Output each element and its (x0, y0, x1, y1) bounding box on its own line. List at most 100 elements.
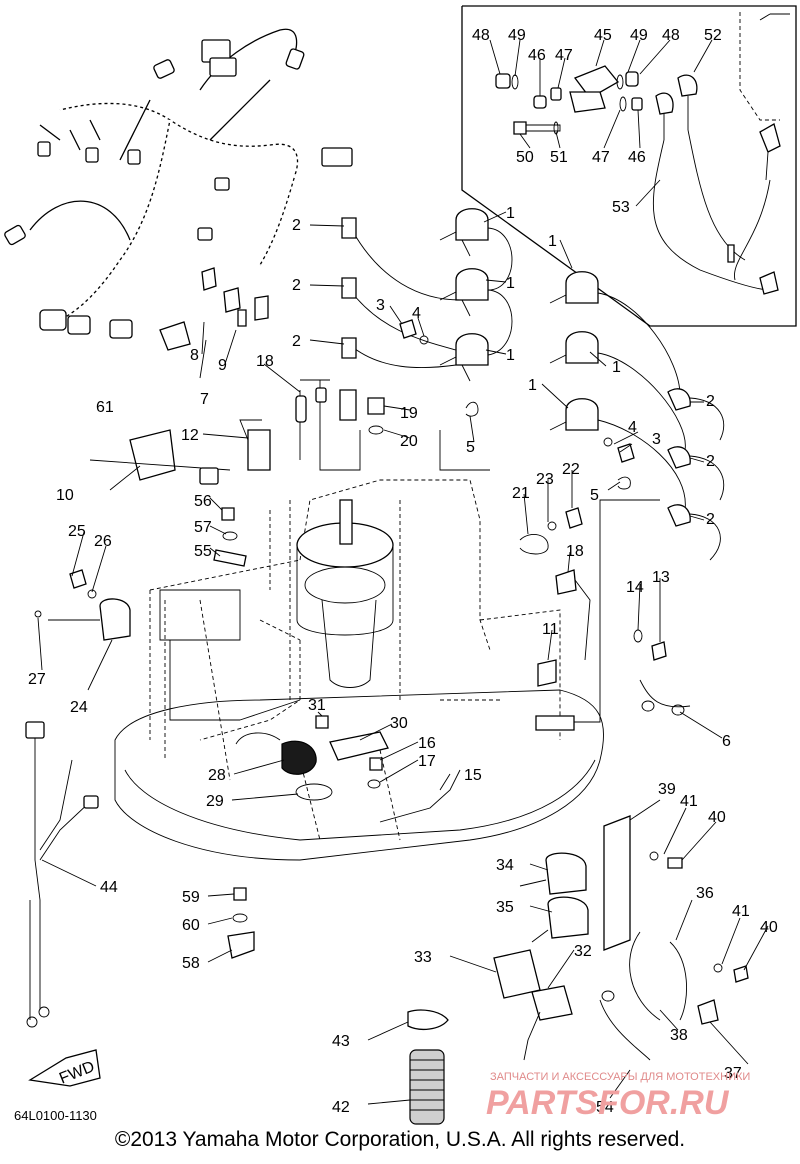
callout-43: 43 (332, 1033, 350, 1050)
callout-33: 33 (414, 949, 432, 966)
callout-1: 1 (612, 359, 621, 376)
relays-rectifier (493, 815, 749, 1061)
callout-45: 45 (594, 27, 612, 44)
callout-7: 7 (200, 391, 209, 408)
wiring-harness (4, 28, 353, 351)
callout-41: 41 (680, 793, 698, 810)
callout-5: 5 (590, 487, 599, 504)
callout-2: 2 (706, 453, 715, 470)
callout-53: 53 (612, 199, 630, 216)
spring-42 (409, 1049, 445, 1125)
callout-51: 51 (550, 149, 568, 166)
callout-34: 34 (496, 857, 514, 874)
callout-55: 55 (194, 543, 212, 560)
callout-1: 1 (548, 233, 557, 250)
coil-1b (439, 268, 489, 317)
callout-40: 40 (708, 809, 726, 826)
callout-38: 38 (670, 1027, 688, 1044)
callout-4: 4 (628, 419, 637, 436)
callout-22: 22 (562, 461, 580, 478)
callout-2: 2 (706, 393, 715, 410)
callout-31: 31 (308, 697, 326, 714)
inset-panel (461, 5, 797, 327)
small-parts (34, 319, 691, 823)
callout-3: 3 (652, 431, 661, 448)
ignition-coils (341, 208, 725, 561)
callout-61: 61 (96, 399, 114, 416)
callout-15: 15 (464, 767, 482, 784)
coil-1a (439, 208, 489, 257)
callout-6: 6 (722, 733, 731, 750)
callout-2: 2 (706, 511, 715, 528)
callout-labels: 48 49 46 47 45 49 48 52 50 51 47 46 53 1… (14, 27, 778, 1123)
copyright-notice: ©2013 Yamaha Motor Corporation, U.S.A. A… (114, 1128, 686, 1151)
callout-5: 5 (466, 439, 475, 456)
callout-49: 49 (508, 27, 526, 44)
callout-27: 27 (28, 671, 46, 688)
watermark-brand: PARTSFOR.RU (486, 1084, 730, 1122)
callout-12: 12 (181, 427, 199, 444)
callout-36: 36 (696, 885, 714, 902)
callout-16: 16 (418, 735, 436, 752)
watermark-top: ЗАПЧАСТИ И АКСЕССУАРЫ ДЛЯ МОТОТЕХНИКИ (490, 1071, 750, 1083)
callout-20: 20 (400, 433, 418, 450)
callout-54: 54 (596, 1099, 614, 1116)
callout-2: 2 (292, 333, 301, 350)
callout-57: 57 (194, 519, 212, 536)
callout-59: 59 (182, 889, 200, 906)
callout-29: 29 (206, 793, 224, 810)
callout-42: 42 (332, 1099, 350, 1116)
callout-11: 11 (542, 621, 559, 638)
callout-1: 1 (528, 377, 537, 394)
diagram-code: 64L0100-1130 (14, 1108, 97, 1123)
callout-9: 9 (218, 357, 227, 374)
callout-32: 32 (574, 943, 592, 960)
callout-23: 23 (536, 471, 554, 488)
callout-49: 49 (630, 27, 648, 44)
callout-44: 44 (100, 879, 118, 896)
callout-21: 21 (512, 485, 530, 502)
powerhead-outline (114, 430, 604, 861)
callout-18: 18 (256, 353, 274, 370)
callout-1: 1 (506, 205, 515, 222)
callout-28: 28 (208, 767, 226, 784)
callout-13: 13 (652, 569, 670, 586)
lower-left-parts (25, 721, 449, 1125)
callout-3: 3 (376, 297, 385, 314)
coil-1d (549, 271, 599, 304)
callout-4: 4 (412, 305, 421, 322)
callout-35: 35 (496, 899, 514, 916)
callout-37: 37 (724, 1065, 742, 1082)
callout-39: 39 (658, 781, 676, 798)
callout-2: 2 (292, 277, 301, 294)
callout-50: 50 (516, 149, 534, 166)
callout-14: 14 (626, 579, 644, 596)
callout-25: 25 (68, 523, 86, 540)
callout-41: 41 (732, 903, 750, 920)
callout-46: 46 (628, 149, 646, 166)
callout-24: 24 (70, 699, 88, 716)
callout-47: 47 (555, 47, 573, 64)
callout-1: 1 (506, 275, 515, 292)
callout-2: 2 (292, 217, 301, 234)
callout-52: 52 (704, 27, 722, 44)
coil-1f (549, 398, 599, 431)
callout-19: 19 (400, 405, 418, 422)
callout-60: 60 (182, 917, 200, 934)
callout-10: 10 (56, 487, 74, 504)
coil-1c (439, 333, 489, 382)
callout-58: 58 (182, 955, 200, 972)
callout-46: 46 (528, 47, 546, 64)
callout-17: 17 (418, 753, 436, 770)
callout-26: 26 (94, 533, 112, 550)
callout-30: 30 (390, 715, 408, 732)
callout-56: 56 (194, 493, 212, 510)
leader-lines (37, 39, 769, 1105)
callout-48: 48 (662, 27, 680, 44)
coil-1e (549, 331, 599, 364)
callout-18: 18 (566, 543, 584, 560)
callout-8: 8 (190, 347, 199, 364)
callout-1: 1 (506, 347, 515, 364)
watermark: ЗАПЧАСТИ И АКСЕССУАРЫ ДЛЯ МОТОТЕХНИКИ PA… (486, 1071, 750, 1122)
